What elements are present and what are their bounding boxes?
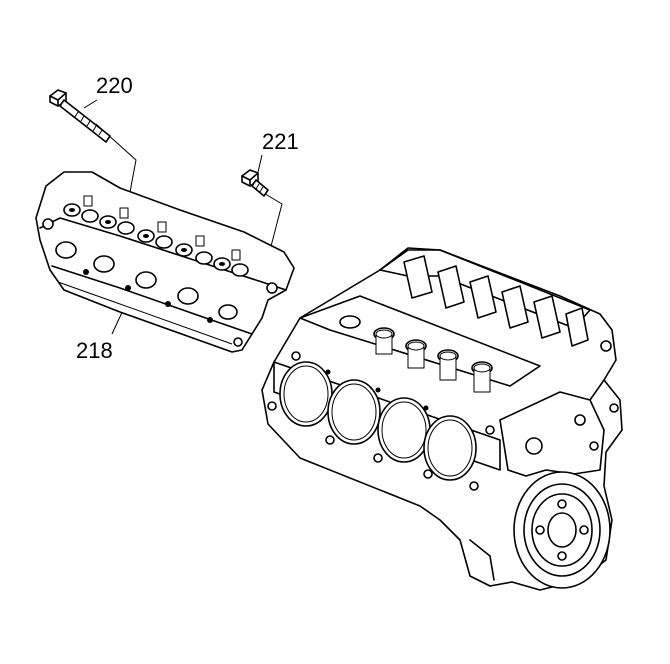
lifter-bosses xyxy=(339,315,493,393)
valve-springs xyxy=(63,195,249,277)
port-openings xyxy=(55,241,238,323)
head-bolt-short xyxy=(241,169,269,197)
head-bolt-long xyxy=(49,89,111,143)
cylinder-bores xyxy=(279,361,477,481)
valley-ribs xyxy=(403,255,589,347)
leader-221 xyxy=(257,154,263,173)
engine-block xyxy=(261,247,623,591)
deck-bolt-holes xyxy=(267,351,495,491)
cylinder-head xyxy=(35,171,295,353)
crankshaft-balancer xyxy=(513,471,611,589)
callout-220-label: 220 xyxy=(96,73,133,98)
leader-220 xyxy=(83,99,98,109)
timing-cover xyxy=(499,391,605,477)
leader-221-bracket xyxy=(261,191,283,251)
callout-218-label: 218 xyxy=(76,338,113,363)
callout-221-label: 221 xyxy=(262,129,299,154)
